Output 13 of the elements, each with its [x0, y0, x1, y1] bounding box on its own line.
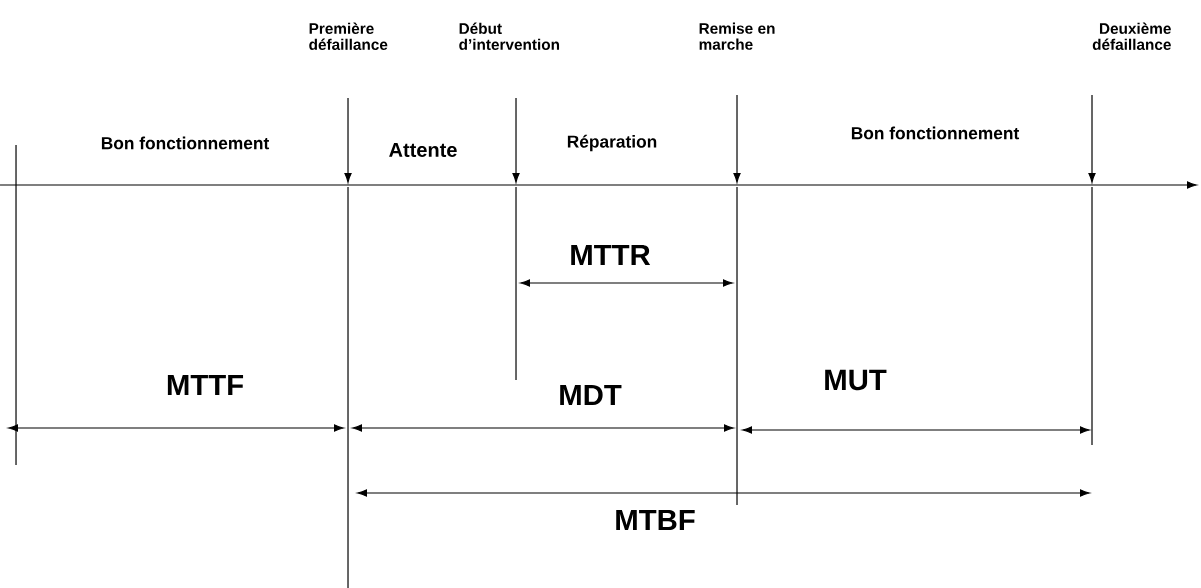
duration-label: MTBF [616, 509, 695, 531]
event-label: Première défaillance [309, 22, 388, 50]
duration-label: MUT [825, 369, 887, 391]
event-label: Remise en marche [699, 22, 775, 50]
event-label: Deuxième défaillance [1092, 22, 1171, 50]
phase-label: Bon fonctionnement [101, 136, 270, 150]
event-label: Début d’intervention [459, 22, 560, 50]
duration-label: MTTR [571, 244, 651, 266]
phase-label: Attente [389, 143, 457, 157]
duration-label: MTTF [167, 374, 244, 396]
duration-label: MDT [560, 384, 622, 406]
phase-label: Bon fonctionnement [851, 126, 1020, 140]
phase-label: Réparation [567, 134, 657, 152]
